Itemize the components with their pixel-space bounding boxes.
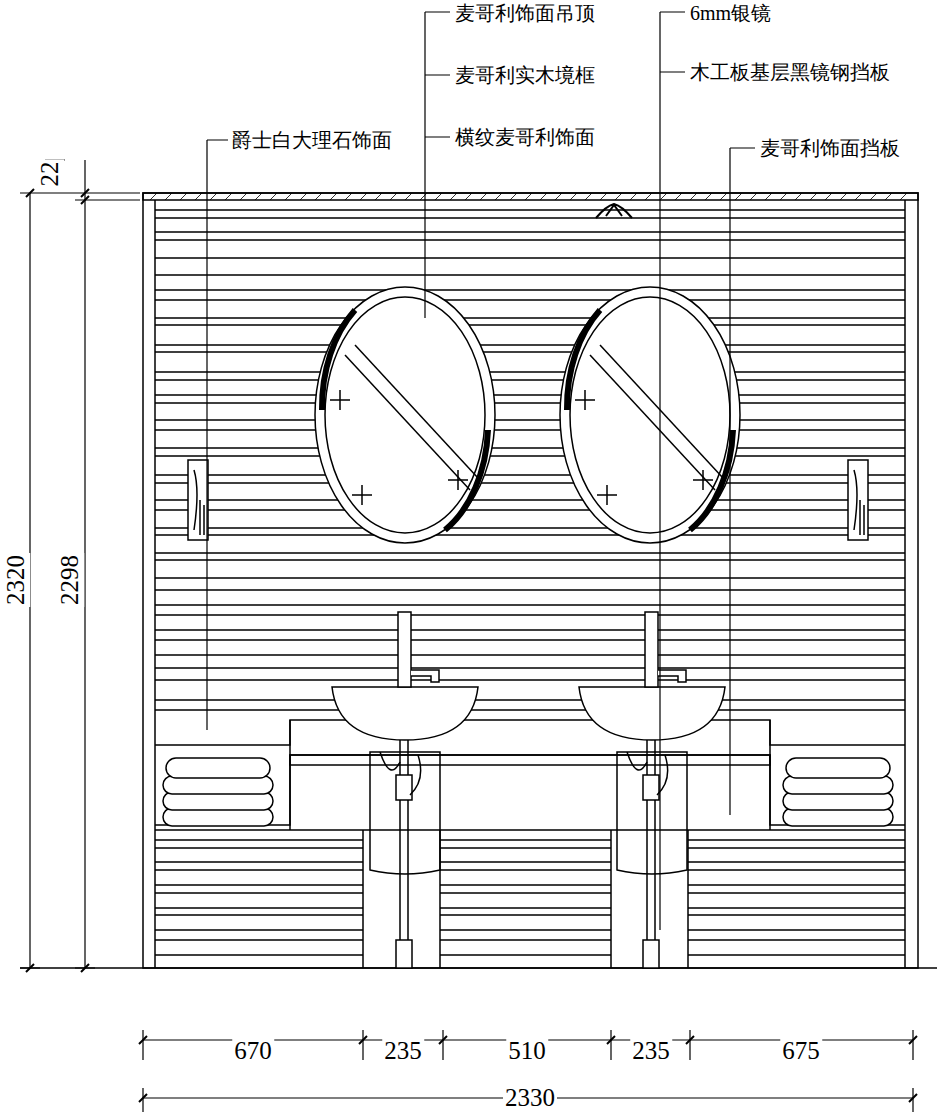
dimension-value: 2298 [56, 553, 84, 607]
material-label: 横纹麦哥利饰面 [455, 126, 595, 148]
dimension-value: 235 [630, 1037, 672, 1065]
dimension-value: 675 [780, 1037, 822, 1065]
folded-towels [163, 758, 893, 826]
material-label: 爵士白大理石饰面 [232, 129, 392, 151]
vanity-counter [155, 720, 905, 968]
ceiling [143, 193, 918, 200]
hand-towel [370, 752, 687, 874]
dimension-value: 235 [382, 1037, 424, 1065]
dimension-value: 670 [232, 1037, 274, 1065]
wall-lamp [188, 460, 868, 540]
material-label: 6mm银镜 [690, 2, 771, 24]
material-label: 木工板基层黑镜钢挡板 [690, 61, 890, 83]
material-label: 麦哥利饰面挡板 [760, 137, 900, 159]
wood-grain [155, 210, 905, 955]
mirror-right [560, 287, 740, 543]
dimension-value: 2320 [2, 553, 30, 607]
material-label: 麦哥利饰面吊顶 [455, 2, 595, 24]
material-label: 麦哥利实木境框 [455, 64, 595, 86]
basin [332, 612, 725, 968]
dimension-value: 22 [36, 160, 64, 189]
dimension-value: 510 [506, 1037, 548, 1065]
leader-line [207, 12, 755, 930]
mirror-left [315, 287, 495, 543]
dimension-line [20, 160, 917, 1112]
wall-frame [143, 193, 918, 968]
dimension-value: 2330 [503, 1084, 557, 1112]
